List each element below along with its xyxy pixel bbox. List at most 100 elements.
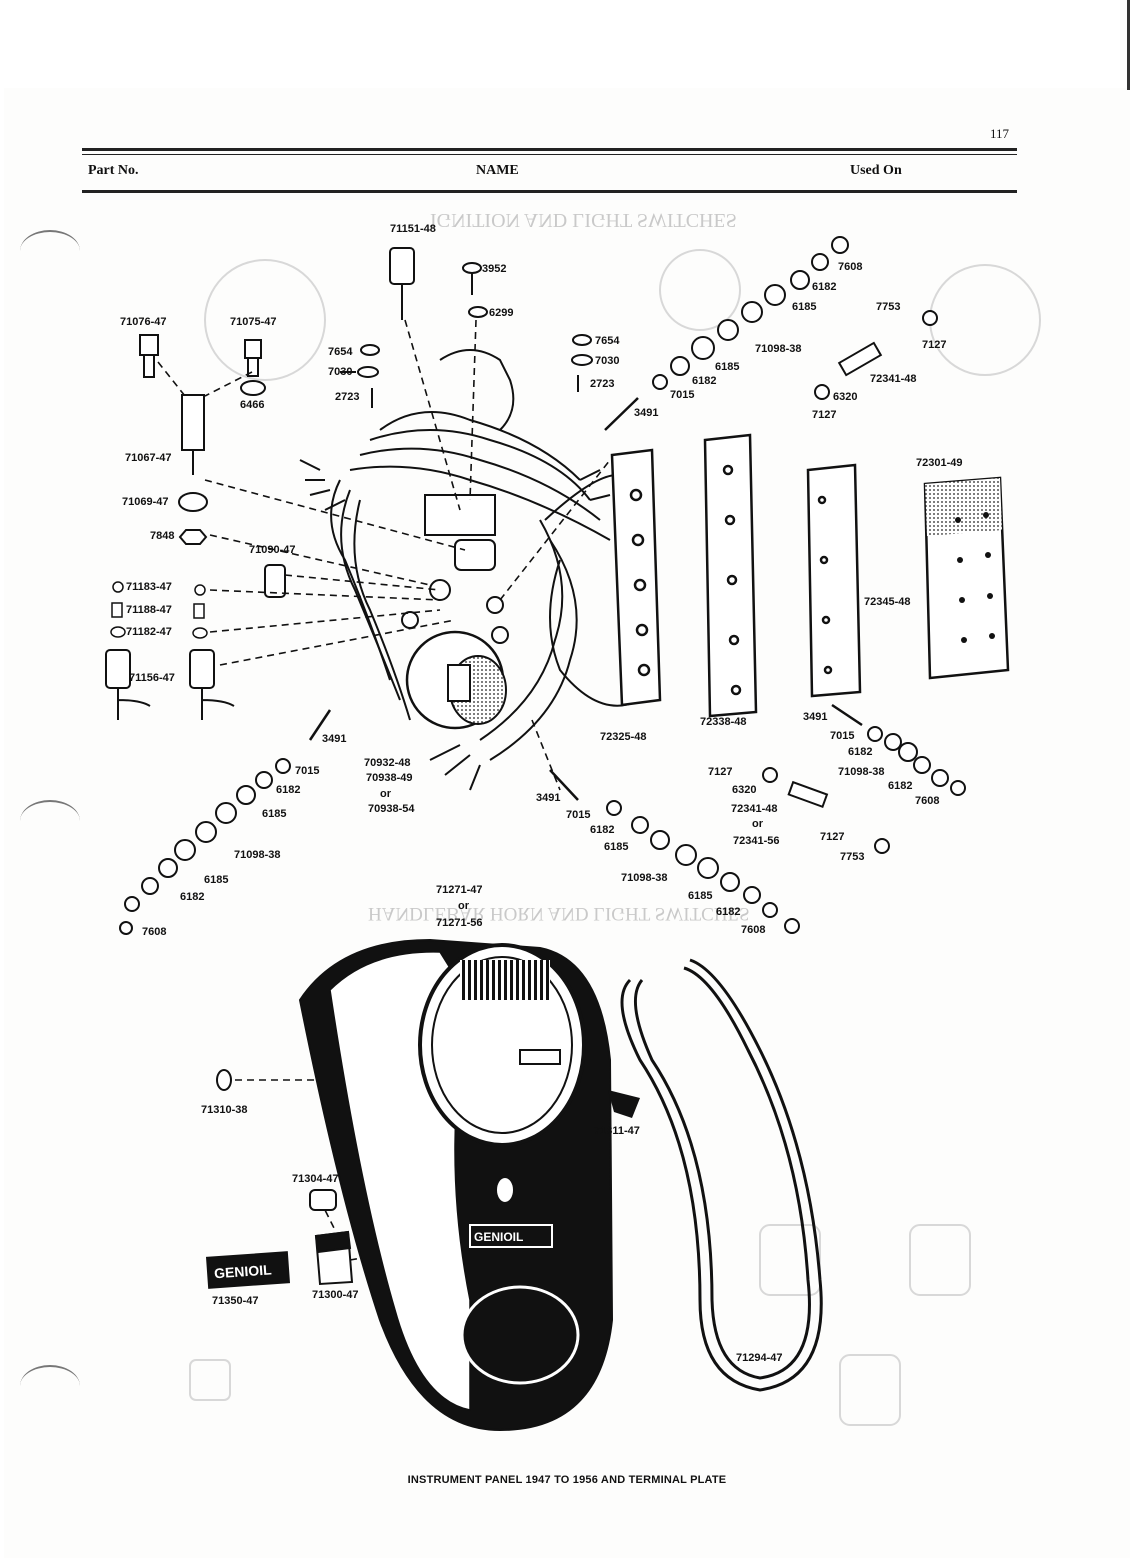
part-label: 6185 — [262, 808, 286, 820]
page-edge — [1127, 0, 1130, 90]
part-label: 70938-54 — [368, 803, 415, 815]
screws-3491 — [308, 397, 863, 801]
part-label: 7015 — [566, 809, 590, 821]
instrument-panel-71271: GENIOIL — [298, 938, 614, 1432]
part-label: 71098-38 — [838, 766, 885, 778]
part-label: 71188-47 — [126, 604, 172, 616]
part-label: 7015 — [830, 730, 854, 742]
nameplate-text: GENIOIL — [214, 1261, 273, 1281]
clip-71090-47 — [264, 564, 286, 598]
part-label: 7127 — [708, 766, 732, 778]
part-label: 72338-48 — [700, 716, 747, 728]
part-label: 72341-48 — [870, 373, 917, 385]
bushing-71304-47 — [309, 1189, 337, 1211]
part-label: 6185 — [688, 890, 712, 902]
part-label: 7127 — [812, 409, 836, 421]
part-label: or — [752, 818, 764, 830]
part-label: 7127 — [820, 831, 844, 843]
binder-hole-middle — [20, 800, 80, 842]
figure-caption: INSTRUMENT PANEL 1947 TO 1956 AND TERMIN… — [407, 1474, 727, 1486]
part-label: 6320 — [833, 391, 857, 403]
binder-hole-top — [20, 230, 80, 272]
part-label: 71294-47 — [736, 1352, 783, 1364]
wing-nut-71069-47 — [178, 492, 208, 545]
part-label: 71069-47 — [122, 496, 169, 508]
part-label: 6185 — [604, 841, 628, 853]
part-label: 71067-47 — [125, 452, 172, 464]
part-label: 71310-38 — [201, 1104, 248, 1116]
bracket-71300-47 — [314, 1230, 354, 1286]
part-label: 6182 — [590, 824, 614, 836]
part-label: 71350-47 — [212, 1295, 259, 1307]
part-label: 72345-48 — [864, 596, 911, 608]
part-label: 71151-48 — [390, 223, 436, 235]
ghost-title-mid: HANDLEBAR HORN AND LIGHT SWITCHES — [368, 903, 750, 924]
column-header-used-on: Used On — [850, 163, 902, 178]
part-label: 71075-47 — [230, 316, 277, 328]
part-label: 7015 — [670, 389, 694, 401]
part-label: 71098-38 — [621, 872, 668, 884]
part-label: 72341-56 — [733, 835, 780, 847]
part-label: 7127 — [922, 339, 946, 351]
part-label: 7608 — [142, 926, 166, 938]
part-label: 6185 — [792, 301, 816, 313]
part-label: 71304-47 — [292, 1173, 339, 1185]
moulding-71294-47 — [620, 958, 823, 1392]
binder-hole-bottom — [20, 1365, 80, 1407]
part-label: 7030 — [328, 366, 352, 378]
part-label: 6182 — [180, 891, 204, 903]
part-label: 3491 — [322, 733, 346, 745]
screw-71310-38 — [216, 1069, 232, 1091]
part-label: 72301-49 — [916, 457, 963, 469]
terminal-block — [401, 494, 509, 644]
part-label: 6182 — [276, 784, 300, 796]
part-label: 2723 — [590, 378, 614, 390]
stud-71075-47 — [240, 339, 266, 396]
part-label: 6466 — [240, 399, 264, 411]
part-label: 2723 — [335, 391, 359, 403]
part-label: 3491 — [634, 407, 658, 419]
small-parts-71183-71188-71182 — [110, 581, 208, 639]
nameplate-71350-47: GENIOIL — [205, 1251, 291, 1289]
part-label: 6299 — [489, 307, 513, 319]
part-label: 6185 — [715, 361, 739, 373]
screw-3952 — [462, 262, 488, 318]
part-label: 7608 — [741, 924, 765, 936]
part-label: 71156-47 — [129, 672, 175, 684]
spacer-71067-47 — [181, 394, 205, 475]
page-number: 117 — [990, 126, 1010, 141]
part-label: 71098-38 — [234, 849, 281, 861]
cover-plate-72301-49 — [923, 476, 1010, 680]
part-label: 6182 — [848, 746, 872, 758]
small-hardware-7654-7030-2723 — [340, 334, 593, 408]
part-label: 72325-48 — [600, 731, 647, 743]
panel-badge-text: GENIOIL — [474, 1230, 523, 1244]
column-header-name: NAME — [476, 163, 519, 178]
washer-chain-left — [119, 758, 291, 935]
part-label: 7654 — [595, 335, 620, 347]
ghost-title-top: IGNITION AND LIGHT SWITCHES — [430, 209, 737, 231]
header-rule-top — [82, 148, 1017, 151]
part-label: 6182 — [692, 375, 716, 387]
part-label: 7753 — [876, 301, 900, 313]
sockets-71156-47 — [105, 649, 235, 720]
part-label: 70932-48 — [364, 757, 411, 769]
part-label: 6185 — [204, 874, 228, 886]
ignition-switch-body — [405, 630, 507, 730]
washer-chain-top-right — [652, 236, 938, 400]
insulator-72345-48 — [806, 463, 862, 698]
part-label: 71183-47 — [126, 581, 172, 593]
part-label: or — [380, 788, 392, 800]
part-label: 6182 — [716, 906, 740, 918]
part-label: 7654 — [328, 346, 353, 358]
part-label: 7030 — [595, 355, 619, 367]
part-label: 6182 — [888, 780, 912, 792]
part-label: 71098-38 — [755, 343, 802, 355]
stud-71076-47 — [139, 334, 159, 378]
terminal-plate-72338-48 — [703, 433, 758, 718]
part-label: 7015 — [295, 765, 319, 777]
part-label: 71311-47 — [594, 1125, 640, 1137]
header-rule-top-thin — [82, 154, 1017, 155]
